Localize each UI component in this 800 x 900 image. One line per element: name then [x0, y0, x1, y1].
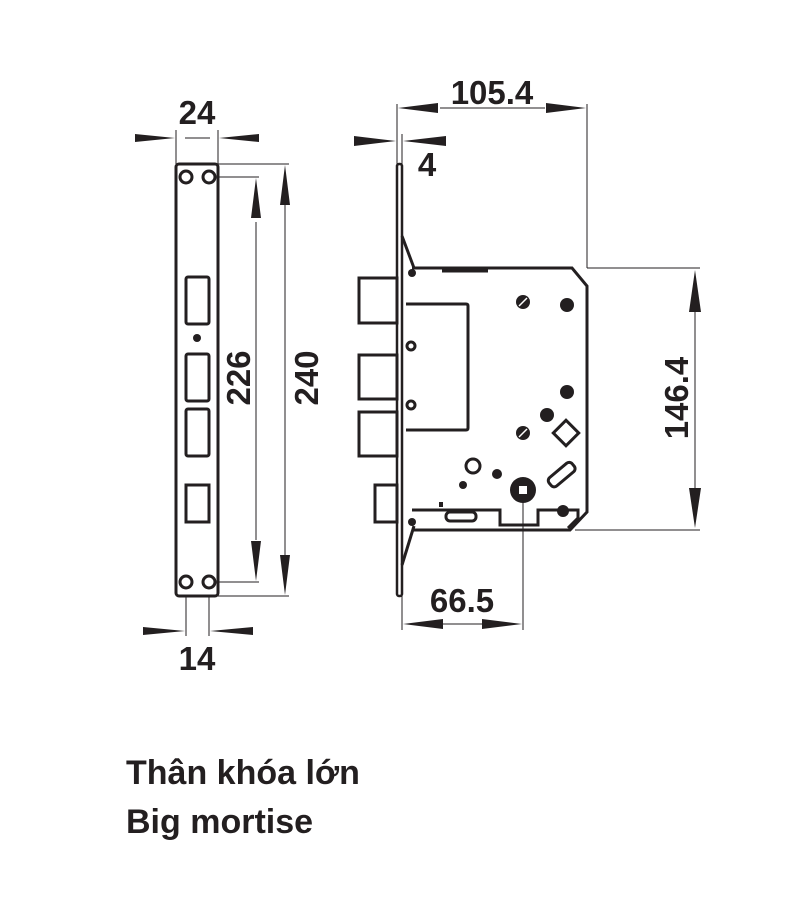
dim-overall-depth: 105.4: [451, 74, 534, 111]
latch-bolt: [373, 483, 399, 524]
faceplate-screw-hole-top-right: [201, 169, 217, 185]
faceplate-center-dot: [193, 334, 201, 342]
side-view: 105.4 4 146.4 66.5: [354, 74, 701, 630]
faceplate-outline: [174, 162, 220, 598]
faceplate-slot-2: [184, 352, 211, 403]
dim-hole-spacing: 14: [179, 640, 216, 677]
dim-body-height: 146.4: [658, 356, 695, 439]
dim-faceplate-thickness: 4: [418, 146, 437, 183]
dim-overall-height: 240: [288, 350, 325, 405]
faceplate-slot-1: [184, 275, 211, 326]
dim-faceplate-width: 24: [179, 94, 216, 131]
caption-english: Big mortise: [126, 803, 314, 841]
deadbolt-lower: [357, 410, 399, 458]
dim-screw-span: 226: [220, 350, 257, 405]
faceplate-screw-hole-top-left: [178, 169, 194, 185]
deadbolt-upper: [357, 276, 399, 325]
faceplate-slot-3: [184, 407, 211, 458]
dim-backset: 66.5: [430, 582, 494, 619]
deadbolt-middle: [357, 353, 399, 401]
faceplate-slot-4: [184, 483, 211, 524]
inner-panel: [406, 302, 470, 432]
faceplate-screw-hole-bottom-right: [201, 574, 217, 590]
caption-vietnamese: Thân khóa lớn: [126, 754, 360, 792]
lock-body-outline: [412, 266, 589, 532]
faceplate-view: 24 14 226 240: [135, 94, 325, 677]
faceplate-screw-hole-bottom-left: [178, 574, 194, 590]
